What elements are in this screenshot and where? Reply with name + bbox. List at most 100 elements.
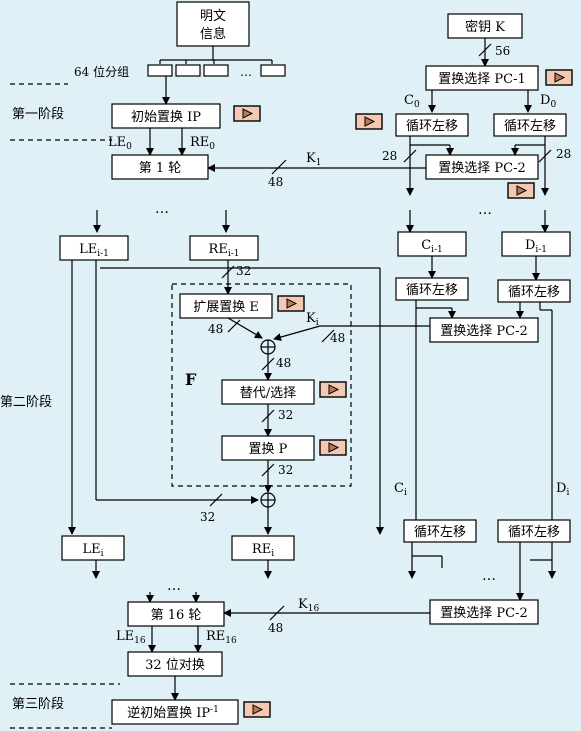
width-tick — [269, 605, 285, 621]
f-label: F — [185, 370, 197, 389]
re16-label: RE16 — [206, 629, 237, 646]
shift-c-box — [395, 113, 469, 137]
pc2-label: 置换选择 PC-2 — [438, 161, 526, 176]
width-32: 32 — [278, 463, 293, 477]
expansion-label: 扩展置换 E — [193, 300, 259, 315]
shift-d-box — [493, 113, 567, 137]
width-tick — [403, 149, 417, 163]
width-28: 28 — [556, 147, 571, 161]
shift-c-box — [403, 519, 477, 543]
swap32-box — [127, 651, 223, 677]
ellipsis: … — [482, 568, 496, 584]
perm-p-box — [221, 435, 315, 461]
pc2-label: 置换选择 PC-2 — [440, 606, 528, 621]
width-48: 48 — [330, 331, 345, 345]
arrow — [273, 325, 321, 341]
le16-label: LE16 — [116, 629, 146, 646]
block-cell — [203, 64, 229, 77]
d-prev-box — [501, 231, 571, 257]
width-48: 48 — [268, 175, 283, 189]
plaintext-box — [176, 1, 250, 47]
le-prev-box — [59, 235, 129, 261]
sbox-label: 替代/选择 — [240, 386, 296, 401]
width-48: 48 — [208, 322, 223, 336]
shift-c-label: 循环左移 — [406, 283, 458, 298]
width-32: 32 — [200, 510, 215, 524]
pc2-box — [425, 154, 539, 180]
re-prev-box — [189, 235, 259, 261]
block-ellipsis: … — [240, 65, 252, 79]
plaintext-line2: 信息 — [200, 26, 226, 42]
pc2-box — [429, 599, 539, 625]
le-prev-label: LEi-1 — [79, 242, 109, 259]
block-cell — [147, 64, 173, 77]
round1-box — [111, 154, 209, 180]
re-prev-label: REi-1 — [209, 242, 240, 259]
ip-box — [111, 103, 221, 129]
ip-label: 初始置换 IP — [131, 110, 201, 125]
sbox-box — [221, 379, 315, 405]
width-tick — [261, 463, 275, 477]
play-button[interactable] — [319, 381, 347, 398]
shift-d-label: 循环左移 — [508, 525, 560, 540]
re0-label: RE0 — [190, 135, 215, 152]
pc2-box — [429, 317, 539, 343]
stage3-label: 第三阶段 — [12, 697, 64, 712]
width-tick — [478, 43, 492, 57]
c-prev-label: Ci-1 — [421, 238, 443, 255]
le0-label: LE0 — [108, 135, 132, 152]
stage2-label: 第二阶段 — [0, 395, 52, 410]
width-56: 56 — [495, 44, 510, 58]
round16-label: 第 16 轮 — [151, 608, 202, 623]
f-function-box — [171, 283, 352, 487]
play-button[interactable] — [233, 105, 261, 122]
pc1-box — [425, 65, 539, 91]
key-box — [447, 13, 523, 39]
ellipsis: … — [167, 578, 181, 594]
shift-d-box — [497, 279, 571, 303]
play-button[interactable] — [243, 701, 271, 718]
shift-c-label: 循环左移 — [414, 525, 466, 540]
width-tick — [261, 409, 275, 423]
swap32-label: 32 位对换 — [145, 658, 205, 673]
width-tick — [261, 357, 275, 371]
ip-inv-box — [111, 699, 239, 725]
re-i-box — [231, 535, 295, 561]
width-tick — [209, 493, 223, 507]
ki-label: Ki — [306, 311, 319, 328]
c-prev-box — [397, 231, 467, 257]
c0-label: C0 — [404, 93, 420, 110]
expansion-box — [179, 293, 273, 319]
d0-label: D0 — [540, 93, 556, 110]
round16-box — [127, 601, 225, 627]
ci-label: Ci — [394, 481, 407, 498]
play-button[interactable] — [507, 182, 535, 199]
perm-p-label: 置换 P — [249, 442, 288, 457]
play-button[interactable] — [355, 113, 383, 130]
shift-c-label: 循环左移 — [406, 119, 458, 134]
shift-c-box — [395, 277, 469, 301]
play-button[interactable] — [319, 439, 347, 456]
ellipsis: … — [155, 201, 169, 217]
width-28: 28 — [382, 149, 397, 163]
arrow — [227, 317, 263, 339]
width-tick — [538, 149, 552, 163]
shift-d-box — [497, 519, 571, 543]
k1-label: K1 — [306, 151, 321, 168]
pc1-label: 置换选择 PC-1 — [438, 72, 526, 87]
play-button[interactable] — [277, 295, 305, 312]
width-32: 32 — [278, 408, 293, 422]
block-split-label: 64 位分组 — [74, 64, 129, 79]
shift-d-label: 循环左移 — [508, 285, 560, 300]
le-i-label: LEi — [82, 542, 103, 559]
width-48: 48 — [268, 621, 283, 635]
k16-label: K16 — [298, 597, 319, 614]
pc2-label: 置换选择 PC-2 — [440, 324, 528, 339]
ellipsis: … — [478, 202, 492, 218]
shift-d-label: 循环左移 — [504, 119, 556, 134]
width-tick — [227, 319, 241, 333]
key-label: 密钥 K — [465, 19, 505, 35]
play-button[interactable] — [545, 69, 573, 86]
